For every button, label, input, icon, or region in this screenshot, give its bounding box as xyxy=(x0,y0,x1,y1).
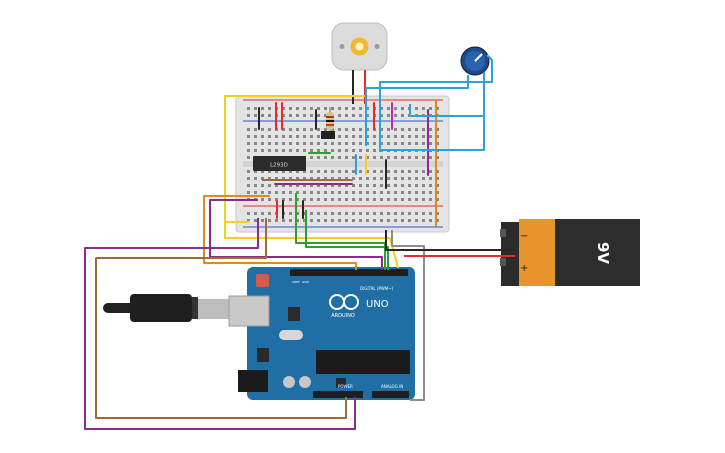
analog-label: ANALOG IN xyxy=(381,384,403,389)
arduino-model: UNO xyxy=(366,299,389,310)
power-label: POWER xyxy=(338,384,353,389)
breadboard[interactable] xyxy=(235,95,450,233)
usb-cable xyxy=(103,294,246,322)
dc-motor[interactable] xyxy=(331,22,388,104)
arduino-uno[interactable]: UNO ARDUINO DIGITAL (PWM~) POWER ANALOG … xyxy=(228,267,415,400)
arduino-brand: ARDUINO xyxy=(331,313,355,319)
battery-minus: − xyxy=(520,231,528,242)
potentiometer[interactable] xyxy=(460,46,490,76)
battery-plus: + xyxy=(520,263,528,274)
aref-label: AREF xyxy=(292,280,300,284)
resistor[interactable] xyxy=(326,107,334,136)
battery-voltage: 9V xyxy=(594,242,612,264)
l293d-chip[interactable]: L293D xyxy=(253,156,306,171)
battery-9v[interactable]: − + 9V xyxy=(500,219,640,286)
transistor[interactable] xyxy=(321,131,335,139)
arduino-logo xyxy=(329,294,359,310)
chip-label: L293D xyxy=(270,163,288,169)
gnd-label: GND xyxy=(302,280,310,284)
digital-label: DIGITAL (PWM~) xyxy=(360,286,394,291)
wires xyxy=(84,54,515,430)
breadboard-jumpers xyxy=(258,99,437,227)
